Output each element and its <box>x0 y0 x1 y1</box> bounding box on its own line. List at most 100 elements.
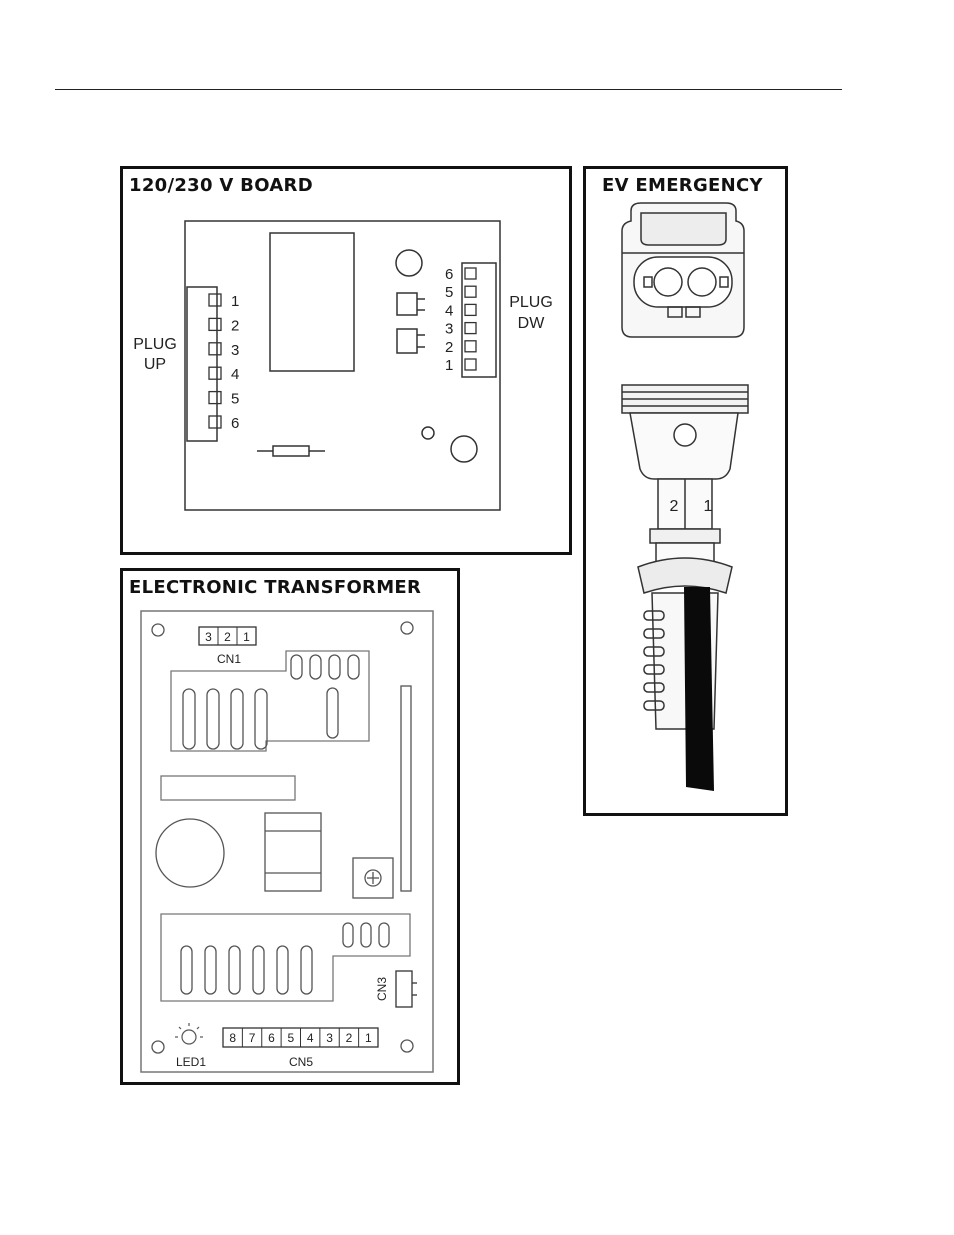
horizontal-component <box>161 776 295 800</box>
cn5-pin-number: 8 <box>229 1031 236 1045</box>
upper-slots <box>183 655 359 749</box>
plug-up-pin-number: 6 <box>231 415 239 432</box>
plug-dw-pin-number: 3 <box>445 321 453 338</box>
cn3-label: CN3 <box>375 977 389 1001</box>
plug-up-pin-number: 1 <box>231 293 239 310</box>
slot <box>205 946 216 994</box>
plug-up-pin-number: 3 <box>231 342 239 359</box>
slot <box>329 655 340 679</box>
plug-dw-pin <box>465 323 476 334</box>
cn5-pin-number: 4 <box>307 1031 314 1045</box>
plug-dw-pin <box>465 286 476 297</box>
cn1-pin-number: 3 <box>205 630 212 644</box>
cn1-label: CN1 <box>217 652 241 666</box>
relay-block <box>270 233 354 371</box>
plug-up-pin <box>209 318 221 330</box>
cn5-pin-number: 7 <box>249 1031 256 1045</box>
vertical-heatsink <box>401 686 411 891</box>
small-component-1 <box>397 293 425 315</box>
cn5-pin-number: 5 <box>287 1031 294 1045</box>
plug-up-pin-number: 5 <box>231 391 239 408</box>
plug-up-pin <box>209 294 221 306</box>
capacitor-bottom <box>451 436 477 462</box>
cn1-pin-number: 1 <box>243 630 250 644</box>
plug-up-connector <box>187 287 217 441</box>
plug-dw-pin <box>465 341 476 352</box>
plug-dw-pin <box>465 304 476 315</box>
transformer-board-outline <box>141 611 433 1072</box>
cn1-pin-number: 2 <box>224 630 231 644</box>
slot <box>361 923 371 947</box>
transformer-core <box>265 813 321 891</box>
header-rule <box>55 89 842 90</box>
slot <box>183 689 195 749</box>
plug-dw-pins: 654 321 <box>445 266 476 374</box>
cn5-pin-number: 2 <box>346 1031 353 1045</box>
plug-dw-pin <box>465 268 476 279</box>
slot <box>229 946 240 994</box>
trimmer <box>353 858 393 898</box>
cn3-connector <box>396 971 417 1007</box>
slot <box>343 923 353 947</box>
plug-dw-pin-number: 6 <box>445 266 453 283</box>
slot <box>231 689 243 749</box>
slot <box>327 688 338 738</box>
slot <box>291 655 302 679</box>
plug-dw-label-2: DW <box>518 315 546 332</box>
plug-dw-pin <box>465 359 476 370</box>
cn5-pin-number: 6 <box>268 1031 275 1045</box>
plug-dw-label-1: PLUG <box>509 294 553 311</box>
ev-diagram: 2 1 <box>586 169 785 813</box>
led-dot <box>422 427 434 439</box>
plug-up-label-2: UP <box>144 356 166 373</box>
mount-hole-bl <box>152 1041 164 1053</box>
capacitor-top <box>396 250 422 276</box>
slot <box>207 689 219 749</box>
slot <box>348 655 359 679</box>
slot <box>379 923 389 947</box>
lower-heatsink-area <box>161 914 410 1001</box>
upper-heatsink-area <box>171 651 369 751</box>
plug-up-label-1: PLUG <box>133 336 177 353</box>
plug-dw-pin-number: 4 <box>445 302 453 319</box>
plug-dw-pin-number: 2 <box>445 339 453 356</box>
mount-hole-br <box>401 1040 413 1052</box>
plug-dw-connector <box>462 263 496 377</box>
mount-hole-tr <box>401 622 413 634</box>
plug-up-pin <box>209 367 221 379</box>
cn5-pin-number: 3 <box>326 1031 333 1045</box>
small-component-2 <box>397 329 425 353</box>
plug-up-pin-number: 4 <box>231 366 239 383</box>
plug-up-pin <box>209 416 221 428</box>
led1-icon <box>175 1023 203 1044</box>
ev-socket <box>622 203 744 337</box>
led1-label: LED1 <box>176 1055 206 1069</box>
mount-hole-tl <box>152 624 164 636</box>
plug-up-pin <box>209 392 221 404</box>
slot <box>255 689 267 749</box>
ev-cable <box>684 587 714 791</box>
plug-dw-pin-number: 5 <box>445 284 453 301</box>
lower-slots <box>181 923 389 994</box>
plug-dw-pin-number: 1 <box>445 357 453 374</box>
ev-panel: EV EMERGENCY <box>583 166 788 816</box>
slot <box>277 946 288 994</box>
ev-pin-label-1: 1 <box>704 498 713 515</box>
slot <box>253 946 264 994</box>
slot <box>310 655 321 679</box>
slot <box>301 946 312 994</box>
ev-pin-label-2: 2 <box>670 498 679 515</box>
plug-up-pin <box>209 343 221 355</box>
large-capacitor <box>156 819 224 887</box>
cn5-pin-number: 1 <box>365 1031 372 1045</box>
slot <box>181 946 192 994</box>
resistor <box>257 446 325 456</box>
cn5-label: CN5 <box>289 1055 313 1069</box>
